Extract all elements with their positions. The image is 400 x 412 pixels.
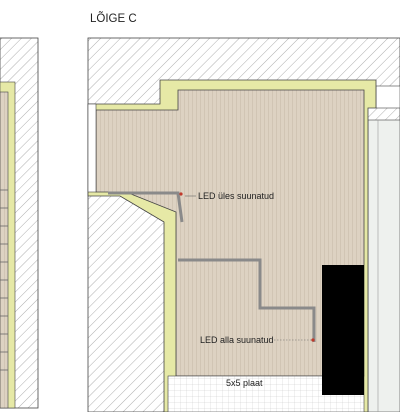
floor-tile-label: 5x5 plaat: [226, 378, 263, 388]
left-panel: [0, 91, 9, 409]
led-strip-lower: [178, 258, 316, 342]
right-window-area: [367, 119, 400, 412]
left-partial-view: [0, 37, 39, 409]
left-window-opening: [87, 103, 97, 193]
led-up-label: LED üles suunatud: [198, 191, 274, 201]
left-shelf-marks: [0, 189, 8, 371]
wood-panel-interior: [95, 89, 365, 377]
right-top-block: [375, 85, 400, 109]
dark-unit: [322, 265, 364, 395]
led-up-marker: [179, 192, 183, 196]
main-section: 5x5 plaat LED üles suunatud LED alla suu…: [87, 37, 400, 412]
section-title: LÕIGE C: [90, 12, 137, 25]
led-strip-upper: [108, 191, 184, 223]
led-down-label: LED alla suunatud: [200, 335, 274, 345]
led-down-marker: [311, 338, 315, 342]
